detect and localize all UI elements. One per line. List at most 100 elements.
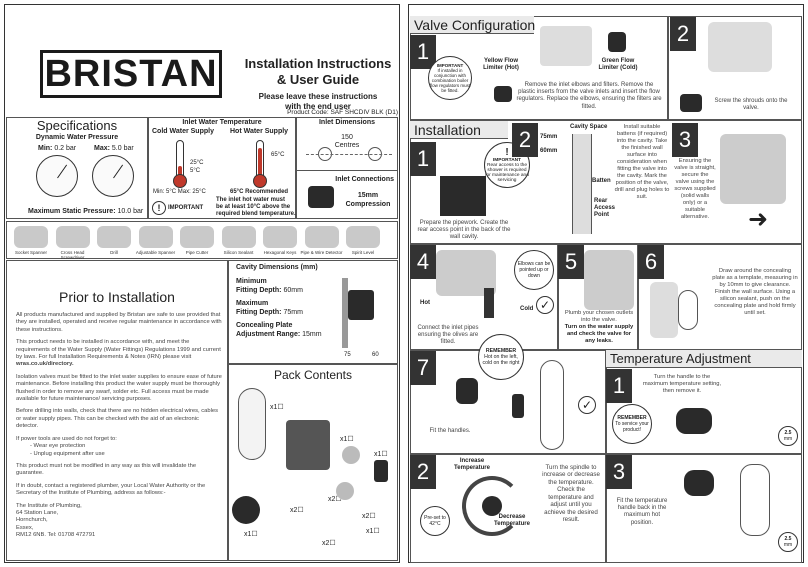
pack-qty-4: x2☐ xyxy=(290,507,304,514)
install-step-1-text: Prepare the pipework. Create the rear ac… xyxy=(417,220,511,241)
tool-label: Spirit Level xyxy=(351,250,375,255)
up-arrow-icon xyxy=(484,288,494,318)
tool-icon xyxy=(14,226,48,248)
inlet-conn-value-2: Compression xyxy=(345,201,391,208)
install-step-4: 4 xyxy=(410,245,436,279)
inlet-temp-panel xyxy=(148,117,296,219)
valve-secure-diagram xyxy=(720,134,786,204)
valve-config-title: Valve Configuration xyxy=(414,17,536,33)
wall-section xyxy=(342,278,348,348)
cavity-title: Cavity Dimensions (mm) xyxy=(236,264,318,271)
cold-limiter-icon xyxy=(608,32,626,52)
elbows-note-badge: Elbows can be pointed up or down xyxy=(514,250,554,290)
install-step-3: 3 xyxy=(672,123,698,157)
warning-icon: ! xyxy=(152,201,166,215)
tool-icon xyxy=(263,226,297,248)
inlet-conn-title: Inlet Connections xyxy=(335,176,394,183)
valve-config-header xyxy=(410,16,534,34)
temp-important-text: The inlet hot water must be at least 10°… xyxy=(216,197,296,218)
prior-text: All products manufactured and supplied b… xyxy=(16,312,222,539)
increase-label: Increase Temperature xyxy=(454,458,490,472)
install-step-3-text: Ensuring the valve is straight, secure t… xyxy=(674,158,716,220)
cold-min-max: Min: 5°C Max: 25°C xyxy=(153,189,206,195)
cold-label: Cold xyxy=(520,306,534,312)
specifications-panel xyxy=(6,117,148,219)
valve-diagram-icon xyxy=(540,26,592,66)
cold-5: 5°C xyxy=(190,168,201,174)
pressure-title: Dynamic Water Pressure xyxy=(35,134,119,141)
valve-step-2: 2 xyxy=(670,17,696,51)
dim-75mm: 75mm xyxy=(540,134,558,140)
bristan-logo: BRISTAN xyxy=(40,50,222,98)
temp-step-2-panel xyxy=(410,454,606,563)
plate-diagram xyxy=(540,360,564,450)
title-line-2: & User Guide xyxy=(276,72,360,87)
install-step-6: 6 xyxy=(638,245,664,279)
hot-thermometer xyxy=(253,140,267,188)
compression-fitting-icon xyxy=(308,186,334,208)
install-step-5-text: Plumb your chosen outlets into the valve… xyxy=(564,310,634,344)
tool-icon xyxy=(221,226,256,248)
tool-icon xyxy=(180,226,214,248)
install-step-6-text: Draw around the concealing plate as a te… xyxy=(712,268,798,316)
temp-handle-refit-diagram xyxy=(684,470,714,496)
centre-line xyxy=(306,154,392,155)
cavity-space-label: Cavity Space xyxy=(570,124,608,130)
install-step-5-panel xyxy=(558,244,638,350)
hot-label: Hot xyxy=(420,300,430,306)
hot-supply-label: Hot Water Supply xyxy=(230,128,289,135)
centres-value: 150 xyxy=(341,134,353,141)
check-icon-2: ✓ xyxy=(578,396,596,414)
shroud-icon-2 xyxy=(680,94,702,112)
pack-panel xyxy=(228,364,398,561)
max-pressure-gauge xyxy=(92,155,134,197)
handle-diagram-2 xyxy=(512,394,524,418)
installation-title: Installation xyxy=(414,122,481,138)
cavity-dim-60: 60 xyxy=(372,352,379,358)
pack-qty-9: x1☐ xyxy=(366,528,380,535)
install-step-2-text: Install suitable battens (if required) i… xyxy=(614,124,670,200)
prior-panel xyxy=(6,260,228,561)
temp-step-1: 1 xyxy=(606,369,632,403)
tools-panel xyxy=(6,221,398,259)
cavity-panel xyxy=(228,260,398,364)
pack-qty-1: x1☐ xyxy=(270,404,284,411)
temp-handle-diagram xyxy=(676,408,712,434)
valve-step-1-text: Remove the inlet elbows and filters. Rem… xyxy=(516,82,662,110)
dim-60mm: 60mm xyxy=(540,148,558,154)
wall-diagram xyxy=(650,282,678,338)
tool-icon xyxy=(304,226,339,248)
elbow-icon xyxy=(336,482,354,500)
cold-supply-label: Cold Water Supply xyxy=(152,128,214,135)
plate-outline-icon xyxy=(678,290,698,330)
title-line-1: Installation Instructions xyxy=(244,56,392,71)
cavity-diagram xyxy=(572,134,592,234)
min-pressure: Min: 0.2 bar xyxy=(38,145,77,152)
installation-panel-row1 xyxy=(410,120,802,244)
cavity-max: Maximum Fitting Depth: 75mm xyxy=(236,300,303,316)
prior-title: Prior to Installation xyxy=(59,289,175,305)
pack-qty-3: x1☐ xyxy=(374,451,388,458)
pack-title: Pack Contents xyxy=(273,368,353,382)
handle-diagram-1 xyxy=(456,378,478,404)
tool-icon xyxy=(55,226,90,248)
temp-important: IMPORTANT xyxy=(168,205,204,211)
decrease-label: Decrease Temperature xyxy=(494,514,530,528)
concealing-plate-icon xyxy=(238,388,266,460)
outlet-diagram xyxy=(584,250,634,310)
arrow-icon: ➜ xyxy=(748,206,769,233)
inlet-dims-panel xyxy=(296,117,398,219)
temp-step-2: 2 xyxy=(410,455,436,489)
knob-icon xyxy=(232,496,260,524)
inlet-conn-value-1: 15mm xyxy=(357,192,379,199)
hot-limiter-icon xyxy=(494,86,512,102)
plate-refit-diagram xyxy=(740,464,770,536)
tool-label: Cross Head Screwdriver xyxy=(60,250,85,260)
inlet-temp-title: Inlet Water Temperature xyxy=(182,119,262,126)
subtitle-line-1: Please leave these instructions xyxy=(258,92,378,101)
